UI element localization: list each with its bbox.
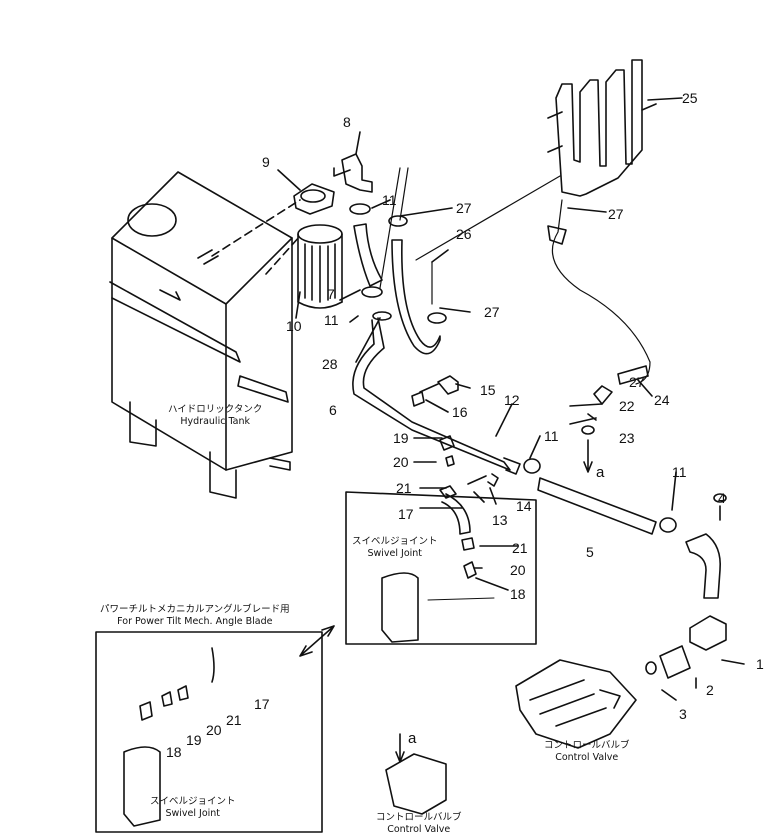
- arrow-marker-a: a: [408, 730, 417, 747]
- control-valve-label-en: Control Valve: [555, 752, 619, 763]
- callout-5: 5: [586, 544, 594, 560]
- power-tilt-label-jp: パワーチルトメカニカルアングルブレード用: [100, 604, 290, 615]
- callout-11: 11: [382, 192, 397, 208]
- callout-23: 23: [619, 430, 635, 446]
- clamp-11a: [349, 203, 371, 215]
- power-tilt-label-en: For Power Tilt Mech. Angle Blade: [117, 616, 273, 627]
- callout-11: 11: [324, 312, 339, 328]
- callout-11: 11: [544, 428, 559, 444]
- callout-28: 28: [322, 356, 338, 372]
- swivel-joint-lower: [123, 746, 161, 827]
- callout-25: 25: [682, 90, 698, 106]
- callout-9: 9: [262, 154, 270, 170]
- hydraulic-tank-label: ハイドロリックタンク Hydraulic Tank: [168, 404, 262, 428]
- pipe-6: [352, 317, 511, 471]
- oil-cooler: [547, 59, 657, 197]
- swivel-joint-label-lower-en: Swivel Joint: [165, 808, 221, 819]
- callout-26: 26: [456, 226, 472, 242]
- callout-22: 22: [619, 398, 635, 414]
- control-valve-label-small-en: Control Valve: [387, 824, 451, 835]
- callout-27: 27: [484, 304, 500, 320]
- hose-26: [391, 239, 441, 355]
- callout-19: 19: [393, 430, 409, 446]
- elbow-4: [685, 533, 722, 599]
- callout-21: 21: [226, 712, 242, 728]
- control-valve-label-small: コントロールバルブ Control Valve: [376, 812, 462, 836]
- swivel-joint-label-upper-en: Swivel Joint: [367, 548, 423, 559]
- callout-17: 17: [398, 506, 414, 522]
- filter-element: [297, 224, 343, 309]
- arrow-marker-a: a: [596, 464, 605, 481]
- callout-21: 21: [396, 480, 412, 496]
- clamp-11b: [361, 286, 383, 298]
- swivel-joint-label-lower-jp: スイベルジョイント: [150, 796, 236, 807]
- hydraulic-tank-label-en: Hydraulic Tank: [180, 416, 251, 427]
- callout-11: 11: [672, 464, 687, 480]
- callout-17: 17: [254, 696, 270, 712]
- filter-head: [293, 183, 335, 215]
- callout-8: 8: [343, 114, 351, 130]
- callout-18: 18: [510, 586, 526, 602]
- callout-24: 24: [654, 392, 670, 408]
- callout-27: 27: [456, 200, 472, 216]
- control-valve-label: コントロールバルブ Control Valve: [544, 740, 630, 764]
- hose-7: [353, 223, 383, 287]
- hydraulic-tank-label-jp: ハイドロリックタンク: [168, 404, 263, 415]
- hose-5: [537, 477, 657, 535]
- callout-21: 21: [512, 540, 528, 556]
- callout-13: 13: [492, 512, 508, 528]
- callout-10: 10: [286, 318, 302, 334]
- callout-20: 20: [510, 562, 526, 578]
- callout-18: 18: [166, 744, 182, 760]
- control-valve-label-jp: コントロールバルブ: [544, 740, 630, 751]
- callout-7: 7: [327, 286, 335, 302]
- hydraulic-tank: [109, 171, 293, 499]
- callout-14: 14: [516, 498, 532, 514]
- swivel-joint-upper: [381, 572, 419, 643]
- callout-27: 27: [629, 374, 645, 390]
- control-valve-small: [385, 753, 447, 815]
- callout-19: 19: [186, 732, 202, 748]
- callout-16: 16: [452, 404, 468, 420]
- control-valve: [515, 659, 637, 749]
- callout-15: 15: [480, 382, 496, 398]
- callout-4: 4: [718, 490, 726, 506]
- callout-2: 2: [706, 682, 714, 698]
- elbow-fitting: [333, 153, 373, 193]
- swivel-joint-label-upper-jp: スイベルジョイント: [352, 536, 438, 547]
- power-tilt-label: パワーチルトメカニカルアングルブレード用 For Power Tilt Mech…: [100, 604, 290, 628]
- callout-20: 20: [393, 454, 409, 470]
- callout-6: 6: [329, 402, 337, 418]
- callout-20: 20: [206, 722, 222, 738]
- callout-12: 12: [504, 392, 520, 408]
- callout-1: 1: [756, 656, 764, 672]
- callout-27: 27: [608, 206, 624, 222]
- swivel-joint-label-upper: スイベルジョイント Swivel Joint: [352, 536, 438, 560]
- control-valve-label-small-jp: コントロールバルブ: [376, 812, 462, 823]
- swivel-joint-label-lower: スイベルジョイント Swivel Joint: [150, 796, 236, 820]
- callout-3: 3: [679, 706, 687, 722]
